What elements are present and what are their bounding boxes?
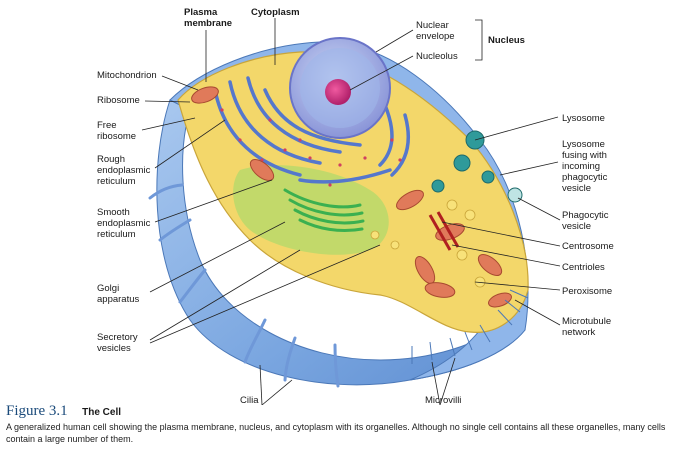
label-mitochondrion: Mitochondrion — [97, 70, 157, 81]
microvilli — [411, 289, 529, 364]
label-centrosome: Centrosome — [562, 241, 614, 252]
golgi-apparatus — [283, 188, 365, 233]
leader-lines — [141, 18, 561, 405]
label-lysosome: Lysosome — [562, 113, 605, 124]
label-nucleolus: Nucleolus — [416, 51, 458, 62]
label-cytoplasm: Cytoplasm — [251, 7, 300, 18]
label-cilia: Cilia — [240, 395, 259, 405]
label-microvilli: Microvilli — [425, 395, 461, 405]
centrosome — [428, 211, 460, 251]
nucleus — [289, 37, 391, 139]
label-centrioles: Centrioles — [562, 262, 605, 273]
mitochondria — [191, 86, 512, 308]
label-peroxisome: Peroxisome — [562, 286, 612, 297]
label-ribosome: Ribosome — [97, 95, 140, 106]
label-nucleus: Nucleus — [488, 35, 525, 46]
nucleolus — [325, 79, 351, 105]
figure-title: The Cell — [82, 407, 122, 418]
figure-description: A generalized human cell showing the pla… — [6, 422, 666, 444]
figure-number: Figure 3.1 — [6, 403, 68, 419]
figure-caption: Figure 3.1 The Cell A generalized human … — [6, 402, 686, 445]
cilia — [148, 183, 340, 388]
peroxisomes — [370, 199, 486, 288]
ribosomes — [220, 108, 402, 187]
